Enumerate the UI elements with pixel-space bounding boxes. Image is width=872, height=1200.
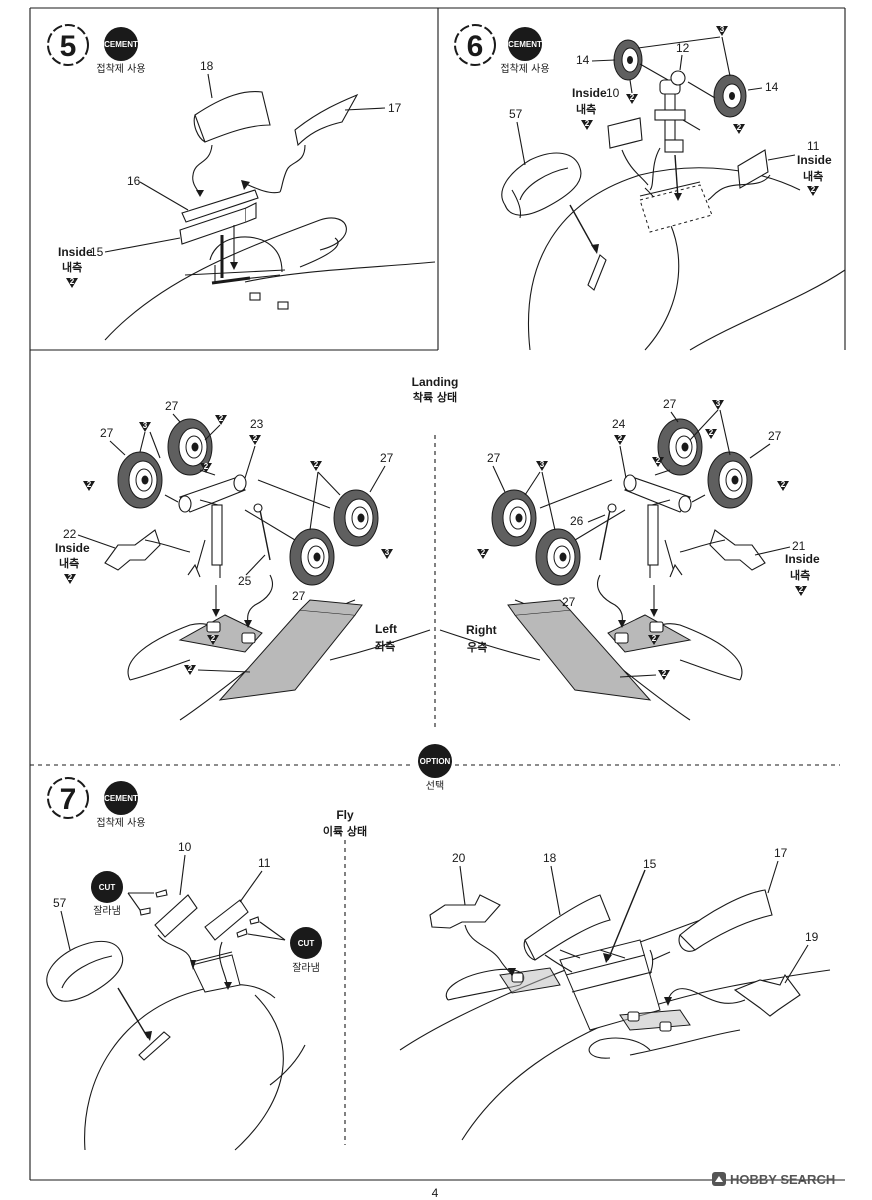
svg-text:27: 27 xyxy=(380,451,394,465)
svg-text:11: 11 xyxy=(807,139,820,153)
svg-text:15: 15 xyxy=(643,857,657,871)
svg-text:Inside: Inside xyxy=(797,153,832,167)
svg-text:27: 27 xyxy=(663,397,677,411)
svg-text:17: 17 xyxy=(774,846,788,860)
cement-icon xyxy=(104,781,138,815)
svg-text:11: 11 xyxy=(258,856,271,870)
svg-text:18: 18 xyxy=(200,59,214,73)
svg-text:57: 57 xyxy=(509,107,523,121)
svg-text:25: 25 xyxy=(238,574,252,588)
svg-text:23: 23 xyxy=(250,417,264,431)
svg-text:27: 27 xyxy=(100,426,114,440)
cut-icon xyxy=(290,927,322,959)
step-number: 7 xyxy=(60,783,77,816)
svg-text:57: 57 xyxy=(53,896,67,910)
svg-text:Fly: Fly xyxy=(336,808,354,822)
svg-text:내측: 내측 xyxy=(62,260,82,274)
footer: 4 HOBBY SEARCH xyxy=(432,1172,835,1200)
svg-text:잘라냄: 잘라냄 xyxy=(292,962,320,974)
step-number: 5 xyxy=(60,30,77,63)
svg-text:접착제 사용: 접착제 사용 xyxy=(500,63,549,75)
cement-icon xyxy=(508,27,542,61)
svg-text:Inside: Inside xyxy=(572,86,607,100)
panel-borders xyxy=(29,7,846,1181)
svg-text:14: 14 xyxy=(765,80,779,94)
svg-text:Left: Left xyxy=(375,622,397,636)
cut-icon xyxy=(91,871,123,903)
svg-text:선택: 선택 xyxy=(426,780,444,792)
svg-text:OPTION: OPTION xyxy=(420,757,451,766)
cement-icon xyxy=(104,27,138,61)
svg-text:15: 15 xyxy=(90,245,104,259)
svg-text:18: 18 xyxy=(543,851,557,865)
svg-text:10: 10 xyxy=(178,840,192,854)
svg-text:Inside: Inside xyxy=(58,245,93,259)
svg-text:14: 14 xyxy=(576,53,590,67)
landing-left: 27 27 27 27 23 25 22 Inside xyxy=(55,399,431,721)
svg-text:CEMENT: CEMENT xyxy=(104,40,138,49)
svg-text:27: 27 xyxy=(165,399,179,413)
step-7: 7 CEMENT 접착제 사용 Fly 이륙 상태 CU xyxy=(46,777,831,1151)
landing-right: 27 27 27 27 24 26 21 Inside 내측 xyxy=(439,397,820,721)
svg-text:접착제 사용: 접착제 사용 xyxy=(96,817,145,829)
svg-text:21: 21 xyxy=(792,539,806,553)
page-number: 4 xyxy=(432,1186,439,1200)
svg-text:Right: Right xyxy=(466,623,497,637)
svg-text:22: 22 xyxy=(63,527,77,541)
svg-text:16: 16 xyxy=(127,174,141,188)
svg-text:27: 27 xyxy=(487,451,501,465)
step-5: 5 CEMENT 접착제 사용 18 17 xyxy=(47,24,436,341)
svg-text:내측: 내측 xyxy=(576,102,596,116)
svg-text:접착제 사용: 접착제 사용 xyxy=(96,63,145,75)
step-number: 6 xyxy=(467,30,484,63)
svg-text:내측: 내측 xyxy=(790,568,810,582)
svg-text:CUT: CUT xyxy=(99,883,116,892)
svg-text:27: 27 xyxy=(768,429,782,443)
svg-text:19: 19 xyxy=(805,930,819,944)
option-badge: OPTION 선택 xyxy=(418,744,452,792)
svg-text:20: 20 xyxy=(452,851,466,865)
svg-text:HOBBY SEARCH: HOBBY SEARCH xyxy=(730,1172,835,1187)
svg-text:10: 10 xyxy=(606,86,620,100)
svg-text:좌측: 좌측 xyxy=(375,639,395,653)
svg-text:CUT: CUT xyxy=(298,939,315,948)
svg-text:CEMENT: CEMENT xyxy=(508,40,542,49)
svg-text:Inside: Inside xyxy=(785,552,820,566)
svg-text:이륙 상태: 이륙 상태 xyxy=(323,824,367,838)
hobby-search-logo: HOBBY SEARCH xyxy=(712,1172,835,1187)
svg-text:CEMENT: CEMENT xyxy=(104,794,138,803)
svg-text:우측: 우측 xyxy=(467,640,487,654)
svg-text:17: 17 xyxy=(388,101,402,115)
svg-text:12: 12 xyxy=(676,41,690,55)
svg-text:내측: 내측 xyxy=(59,556,79,570)
svg-text:Inside: Inside xyxy=(55,541,90,555)
svg-text:잘라냄: 잘라냄 xyxy=(93,905,121,917)
step-6: 6 CEMENT 접착제 사용 xyxy=(454,24,846,351)
svg-text:내측: 내측 xyxy=(803,169,823,183)
svg-text:26: 26 xyxy=(570,514,584,528)
svg-text:27: 27 xyxy=(292,589,306,603)
svg-text:착륙 상태: 착륙 상태 xyxy=(413,390,457,404)
svg-text:24: 24 xyxy=(612,417,626,431)
landing-section: Landing 착륙 상태 xyxy=(55,375,820,721)
svg-text:27: 27 xyxy=(562,595,576,609)
svg-text:Landing: Landing xyxy=(412,375,459,389)
